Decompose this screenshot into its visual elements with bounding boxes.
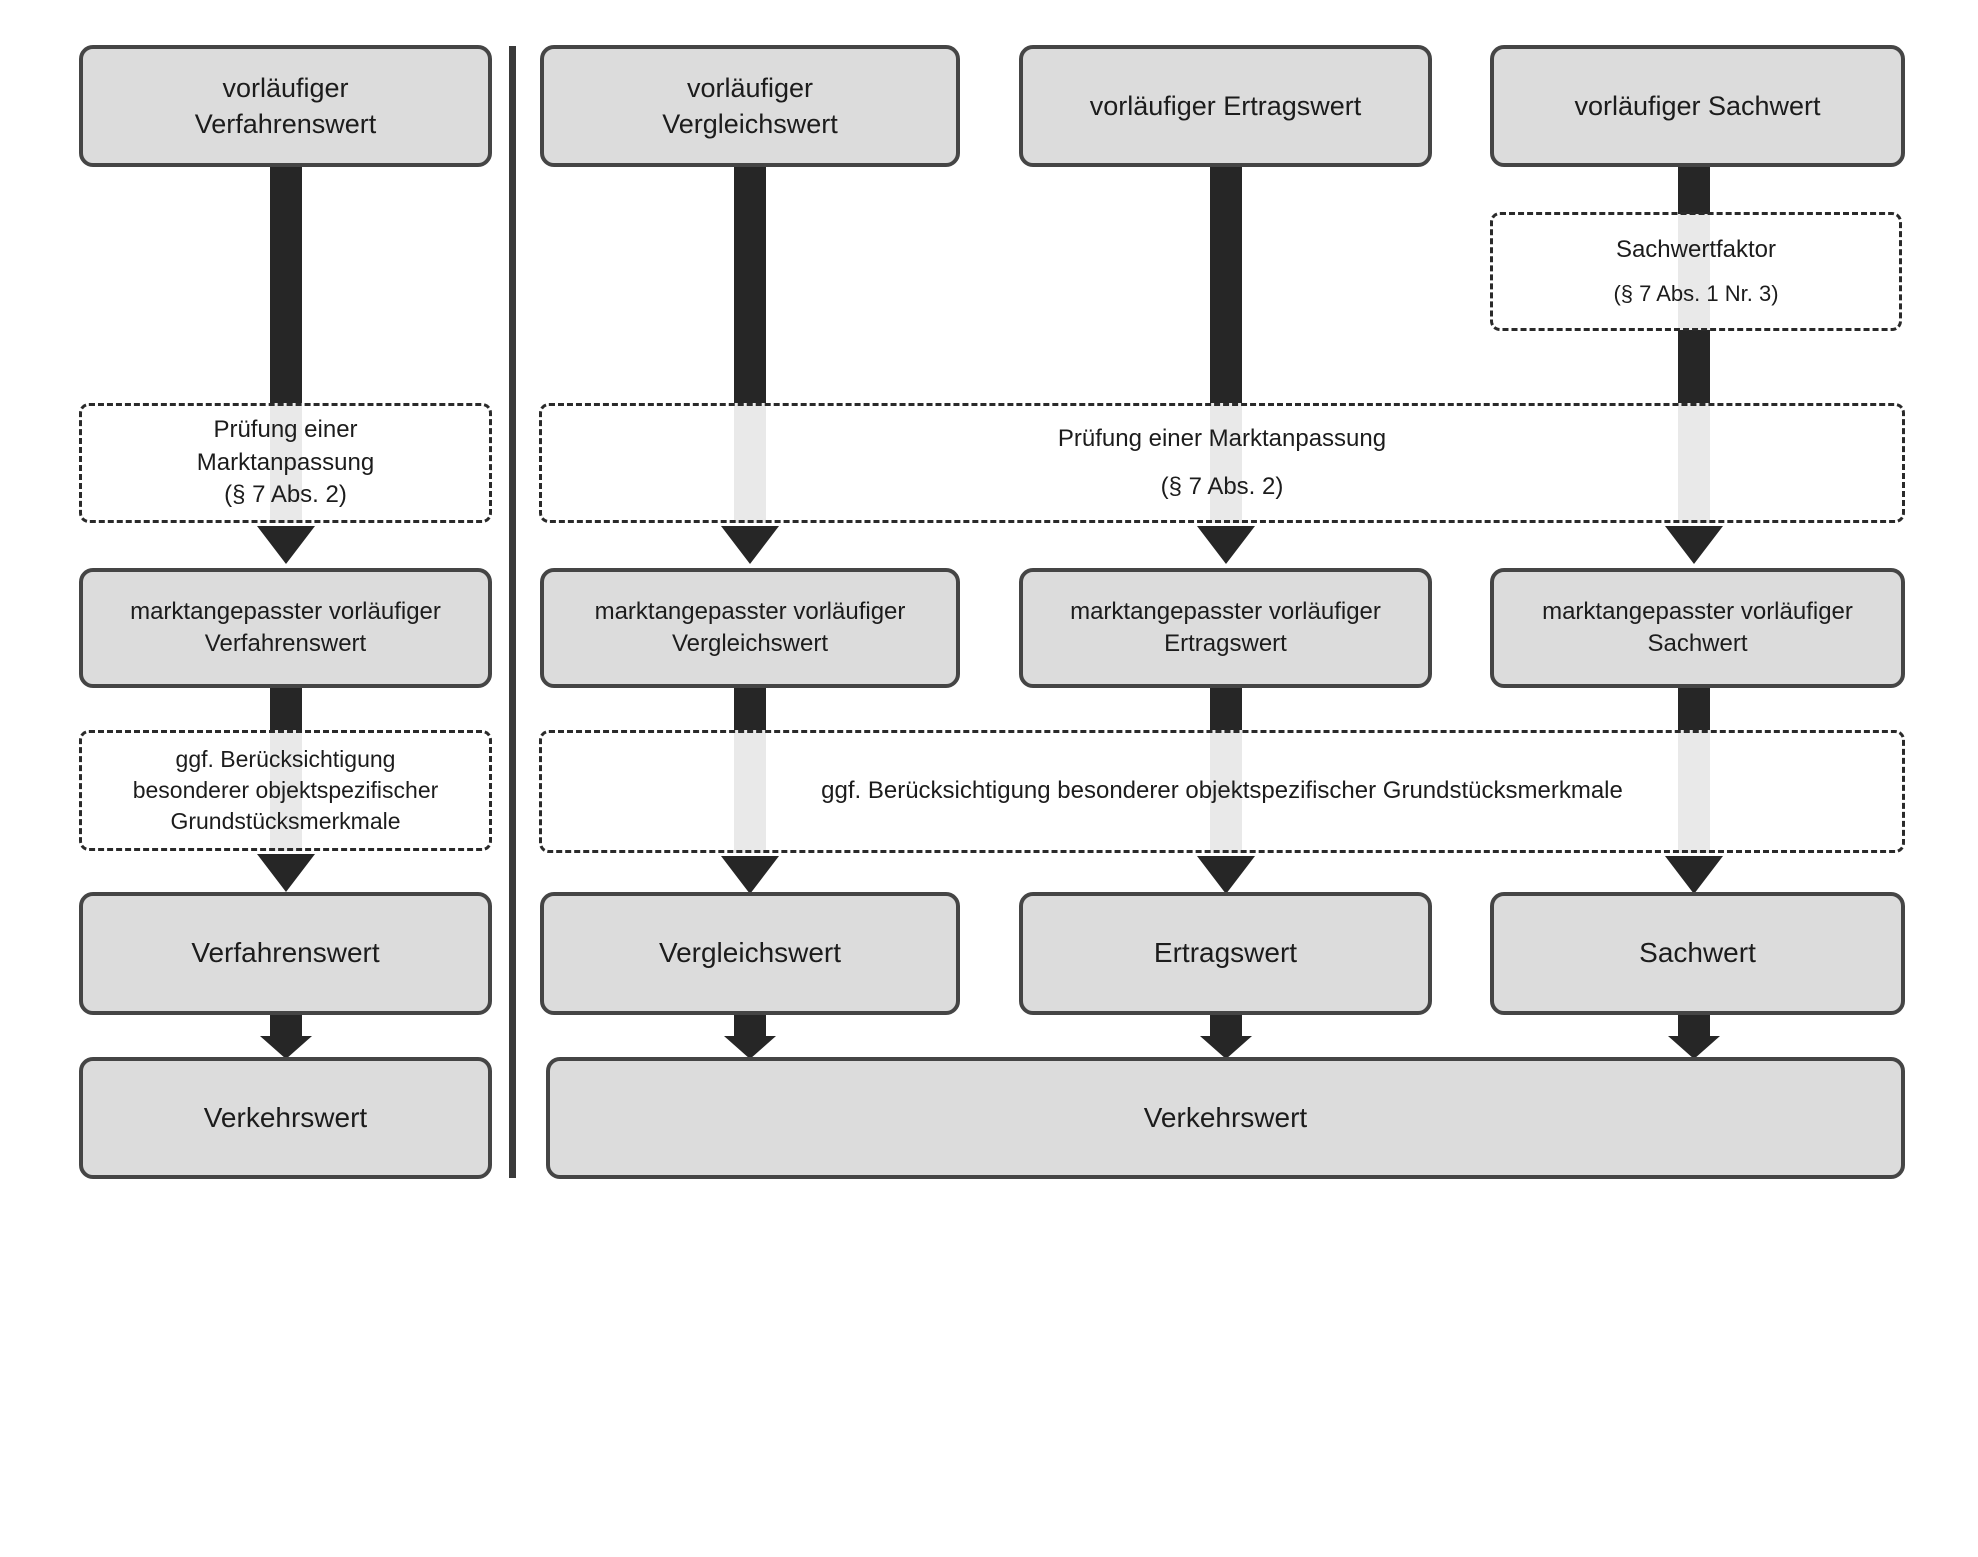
box-label-line: vorläufiger <box>686 72 814 103</box>
box-label-line: ggf. Berücksichtigung besonderer objekts… <box>821 777 1623 805</box>
section-divider <box>509 46 516 1178</box>
box-label-line: Verkehrswert <box>203 1101 368 1133</box>
arrow-head <box>260 1036 312 1059</box>
box-label-line: Ertragswert <box>1153 937 1298 969</box>
arrow-head <box>257 526 315 564</box>
box-label-line: Verkehrswert <box>1143 1101 1308 1133</box>
box-label-line: marktangepasster vorläufiger <box>594 597 906 625</box>
arrow-shaft <box>734 166 766 403</box>
box-label-line: vorläufiger <box>222 72 349 103</box>
box-marktangepasster-vergleichswert: marktangepasster vorläufiger Vergleichsw… <box>540 568 960 688</box>
arrow-head <box>257 854 315 892</box>
box-label-line: Sachwertfaktor <box>1615 236 1777 264</box>
arrow-head <box>1665 856 1723 894</box>
arrow-shaft <box>1678 686 1710 730</box>
arrow-shaft-light <box>270 403 302 523</box>
box-label-line: Sachwert <box>1647 630 1748 657</box>
box-vorlaeufiger-verfahrenswert: vorläufiger Verfahrenswert <box>79 45 492 167</box>
box-ertragswert: Ertragswert <box>1019 892 1432 1015</box>
box-verfahrenswert: Verfahrenswert <box>79 892 492 1015</box>
box-label-line: Prüfung einer Marktanpassung <box>1057 424 1387 452</box>
arrow-head <box>1197 526 1255 564</box>
arrow-shaft-light <box>734 403 766 523</box>
box-label-line: Sachwert <box>1639 937 1756 969</box>
arrow-shaft-light <box>734 730 766 853</box>
box-verkehrswert-left: Verkehrswert <box>79 1057 492 1179</box>
arrow-shaft <box>1210 1014 1242 1036</box>
box-ggf-beruecksichtigung-left: ggf. Berücksichtigung besonderer objekts… <box>79 730 492 851</box>
box-vergleichswert: Vergleichswert <box>540 892 960 1015</box>
box-label-line: Verfahrenswert <box>194 109 377 139</box>
box-label-line: vorläufiger Sachwert <box>1574 90 1821 121</box>
box-vorlaeufiger-vergleichswert: vorläufiger Vergleichswert <box>540 45 960 167</box>
box-label-line: Grundstücksmerkmale <box>170 808 401 835</box>
arrow-shaft <box>270 166 302 403</box>
box-label-line: (§ 7 Abs. 2) <box>224 481 347 509</box>
arrow-shaft <box>270 686 302 730</box>
box-pruefung-marktanpassung-wide: Prüfung einer Marktanpassung (§ 7 Abs. 2… <box>539 403 1905 523</box>
box-label-line: marktangepasster vorläufiger <box>1070 597 1381 625</box>
box-marktangepasster-ertragswert: marktangepasster vorläufiger Ertragswert <box>1019 568 1432 688</box>
box-ggf-beruecksichtigung-wide: ggf. Berücksichtigung besonderer objekts… <box>539 730 1905 853</box>
box-sachwert: Sachwert <box>1490 892 1905 1015</box>
arrow-head <box>1668 1036 1720 1059</box>
arrow-shaft <box>734 686 766 730</box>
box-sachwertfaktor: Sachwertfaktor (§ 7 Abs. 1 Nr. 3) <box>1490 212 1902 331</box>
arrow-head <box>721 526 779 564</box>
arrow-shaft <box>1210 686 1242 730</box>
box-label-line: Verfahrenswert <box>191 937 380 969</box>
arrow-shaft-light <box>1678 403 1710 523</box>
arrow-shaft-light <box>1210 730 1242 853</box>
box-label-line: Prüfung einer <box>213 416 358 444</box>
box-label-line: vorläufiger Ertragswert <box>1089 90 1362 121</box>
arrow-head <box>1197 856 1255 894</box>
box-label-line: (§ 7 Abs. 1 Nr. 3) <box>1613 280 1779 306</box>
box-label-line: marktangepasster vorläufiger <box>1542 597 1853 625</box>
box-pruefung-marktanpassung-left: Prüfung einer Marktanpassung (§ 7 Abs. 2… <box>79 403 492 523</box>
box-label-line: ggf. Berücksichtigung <box>175 745 396 772</box>
box-label-line: Vergleichswert <box>662 109 838 139</box>
box-label-line: Ertragswert <box>1164 630 1287 657</box>
arrow-head <box>721 856 779 894</box>
arrow-head <box>724 1036 776 1059</box>
arrow-shaft-light <box>270 730 302 851</box>
arrow-shaft <box>270 1014 302 1036</box>
box-label-line: Verfahrenswert <box>204 630 367 657</box>
box-label-line: Vergleichswert <box>658 937 842 969</box>
box-label-line: marktangepasster vorläufiger <box>130 597 441 625</box>
box-marktangepasster-verfahrenswert: marktangepasster vorläufiger Verfahrensw… <box>79 568 492 688</box>
arrow-head <box>1665 526 1723 564</box>
box-verkehrswert-wide: Verkehrswert <box>546 1057 1905 1179</box>
box-marktangepasster-sachwert: marktangepasster vorläufiger Sachwert <box>1490 568 1905 688</box>
arrow-shaft-light <box>1210 403 1242 523</box>
box-vorlaeufiger-sachwert: vorläufiger Sachwert <box>1490 45 1905 167</box>
arrow-shaft <box>1678 1014 1710 1036</box>
box-label-line: besonderer objektspezifischer <box>132 776 439 803</box>
box-vorlaeufiger-ertragswert: vorläufiger Ertragswert <box>1019 45 1432 167</box>
arrow-shaft <box>1678 330 1710 403</box>
arrow-shaft-light <box>1678 730 1710 853</box>
arrow-head <box>1200 1036 1252 1059</box>
arrow-shaft-light <box>1678 214 1710 330</box>
box-label-line: Marktanpassung <box>196 448 375 476</box>
arrow-shaft <box>1210 166 1242 403</box>
box-label-line: Vergleichswert <box>671 630 829 657</box>
arrow-shaft <box>1678 166 1710 214</box>
box-label-line: (§ 7 Abs. 2) <box>1160 473 1284 500</box>
arrow-shaft <box>734 1014 766 1036</box>
